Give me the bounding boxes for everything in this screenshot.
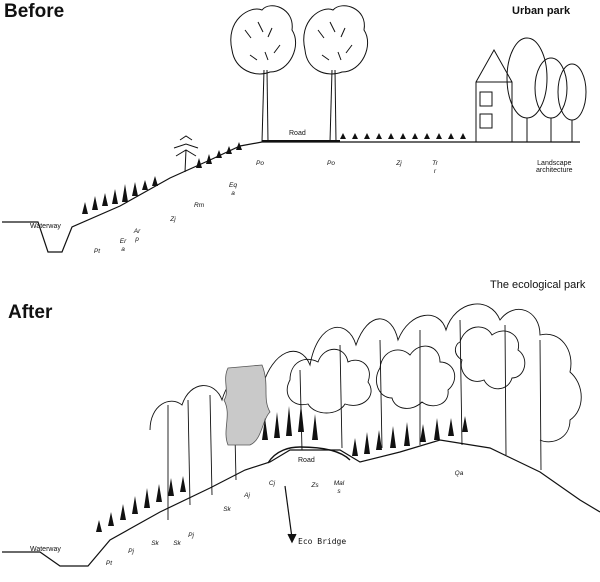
after-species-label: Qa	[454, 470, 464, 477]
before-species-label: Po	[256, 160, 264, 167]
before-ground-line	[2, 141, 580, 253]
before-waterway-label: Waterway	[30, 223, 61, 230]
before-landscape-label: Landscape architecture	[536, 160, 573, 174]
before-heading: Before	[4, 1, 65, 22]
after-species-label: Aj	[244, 492, 250, 499]
after-park-label: The ecological park	[490, 279, 586, 291]
after-waterway-label: Waterway	[30, 546, 61, 553]
eco-bridge-arrow	[284, 485, 293, 539]
before-species-label: Zj	[396, 160, 402, 167]
after-species-label: Sk	[173, 540, 181, 547]
before-slope-tree	[173, 135, 199, 173]
before-species-label: Pt	[93, 248, 101, 255]
before-road-label: Road	[289, 130, 306, 137]
after-species-label: Pj	[128, 548, 134, 555]
eco-bridge-label: Eco Bridge	[298, 537, 347, 546]
before-species-label: Po	[327, 160, 335, 167]
after-ground-line	[2, 439, 600, 567]
after-species-label: Pj	[188, 532, 194, 539]
before-park-trees	[506, 37, 587, 142]
before-slope-shrubs	[82, 133, 466, 214]
before-building	[475, 48, 513, 142]
after-species-label: Cj	[268, 480, 276, 487]
before-tree-right	[303, 5, 369, 143]
after-forest	[149, 303, 582, 520]
after-species-label: Zs	[311, 482, 319, 489]
eco-bridge-arch	[267, 446, 351, 464]
before-species-label: Zj	[170, 216, 176, 223]
after-road-label: Road	[298, 457, 315, 464]
before-tree-left	[230, 5, 297, 143]
shaded-tree	[223, 364, 271, 446]
after-heading: After	[8, 302, 53, 323]
after-understory	[96, 404, 468, 532]
after-species-label: Sk	[151, 540, 159, 547]
after-species-label: Pt	[105, 560, 113, 567]
after-species-label: Sk	[223, 506, 231, 513]
before-park-label: Urban park	[512, 5, 571, 17]
before-species-label: Rm	[194, 202, 205, 209]
